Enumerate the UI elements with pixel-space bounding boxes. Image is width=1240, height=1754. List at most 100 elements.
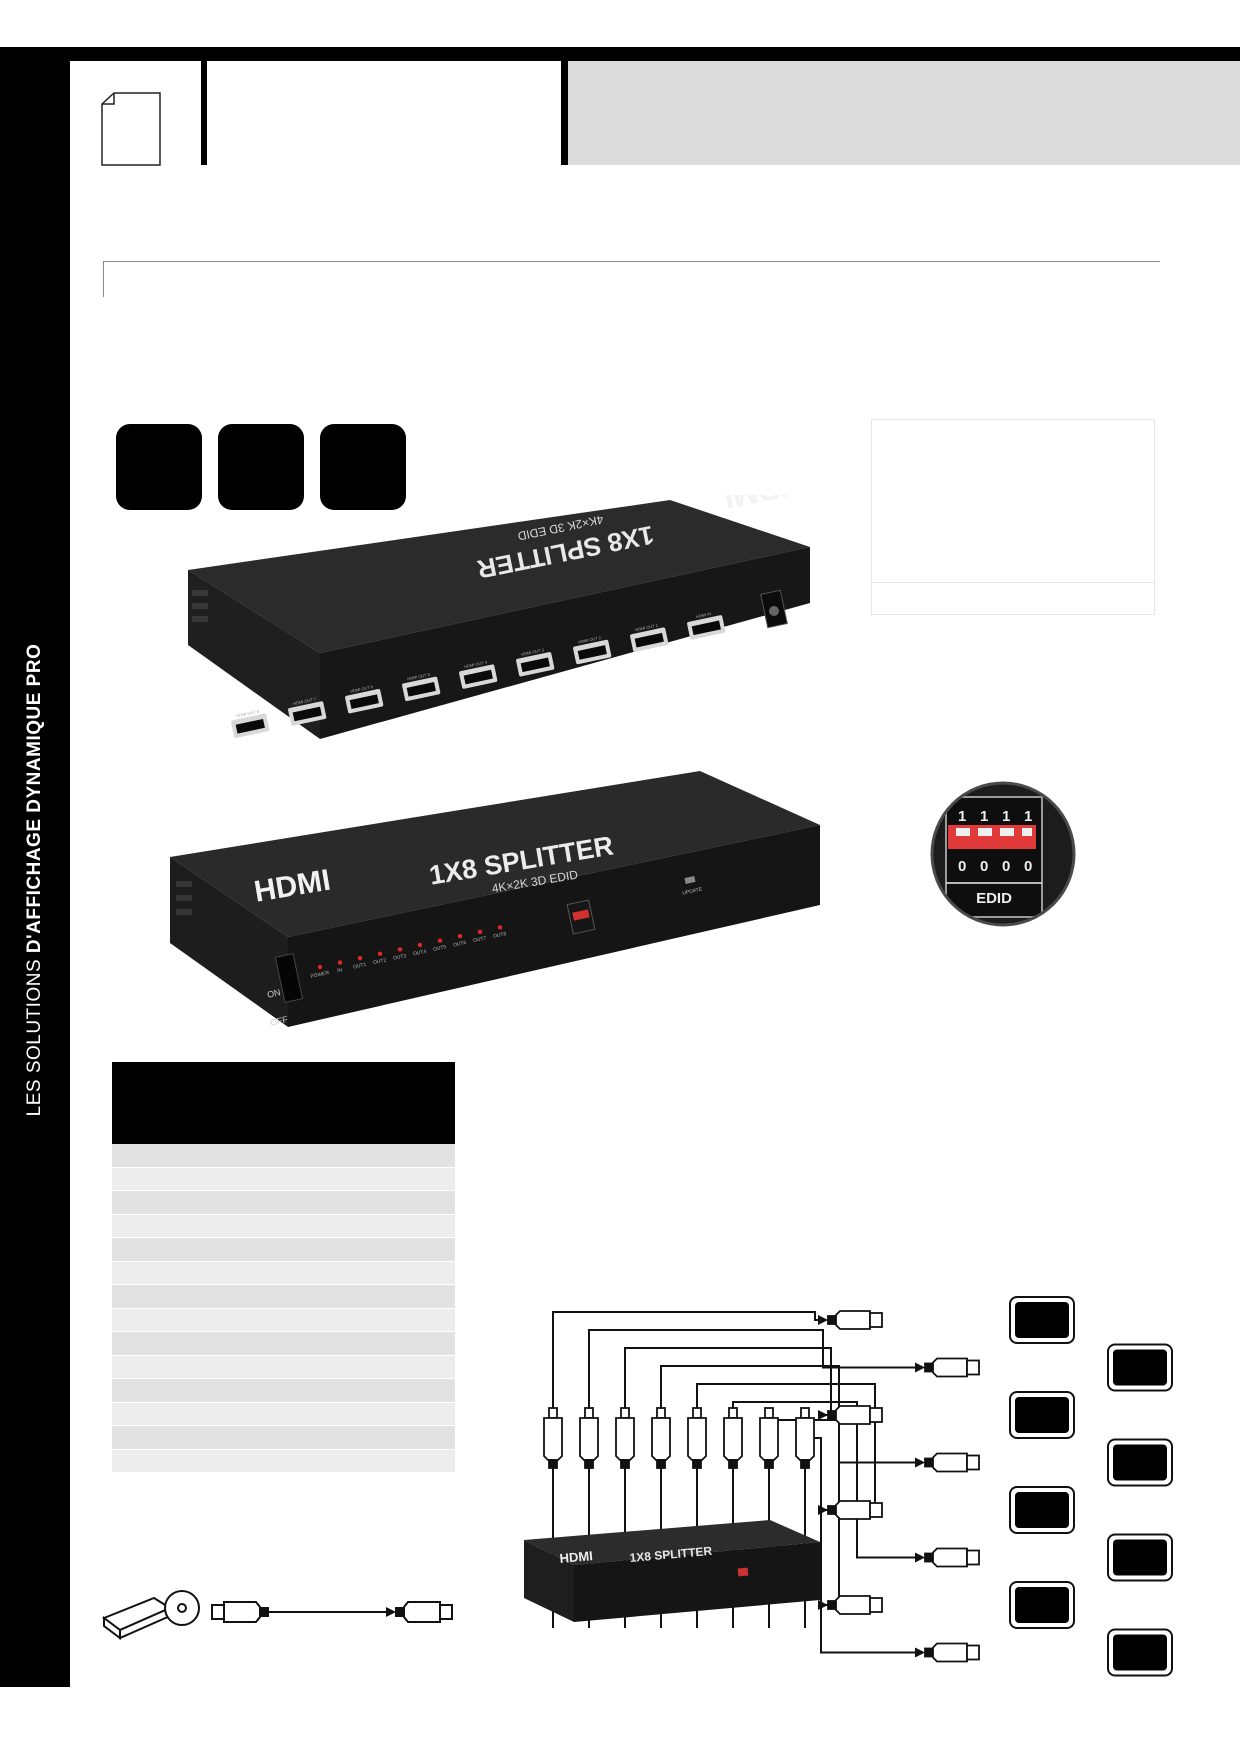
spec-row xyxy=(112,1402,455,1426)
hdmi-plug-icon xyxy=(827,1500,883,1520)
spec-table xyxy=(112,1144,455,1473)
hdmi-port: HDMI OUT 7 xyxy=(288,696,327,726)
switch-on-label: ON xyxy=(266,987,281,1000)
hdmi-plug-icon xyxy=(924,1452,980,1473)
status-led xyxy=(397,947,403,952)
switch-off-label: OFF xyxy=(269,1014,289,1028)
port-label: HDMI OUT 8 xyxy=(236,709,260,719)
hdmi-cable xyxy=(732,1401,923,1628)
hdmi-plug-icon xyxy=(924,1642,980,1663)
led-label: POWER xyxy=(310,970,330,980)
display-icon xyxy=(1107,1438,1173,1487)
display-icon xyxy=(1009,1581,1075,1629)
spec-row xyxy=(112,1308,455,1332)
edid-bit-off: 0 xyxy=(1024,858,1032,875)
rear-port-row: HDMI OUT 8 HDMI OUT 7 HDMI OUT 6 HDMI OUT 5… xyxy=(231,611,726,738)
hdmi-plug-icon xyxy=(759,1407,779,1469)
title-rule xyxy=(103,261,1160,262)
source-connection-diagram xyxy=(101,1590,453,1640)
hdmi-plug-icon xyxy=(924,1357,980,1378)
hdmi-plug-icon xyxy=(395,1601,453,1623)
header-divider xyxy=(201,61,207,165)
side-bar xyxy=(0,47,70,1687)
hdmi-plug-icon xyxy=(579,1407,599,1469)
hdmi-plug-icon xyxy=(687,1407,707,1469)
port-label: HDMI OUT 6 xyxy=(350,684,374,694)
led-label: OUT3 xyxy=(393,953,408,962)
hdmi-plug-icon xyxy=(211,1601,269,1623)
edid-bit-on: 1 xyxy=(1024,808,1032,825)
display-icon xyxy=(1009,1486,1075,1534)
splitter-thumbnail: HDMI 1X8 SPLITTER xyxy=(524,1520,820,1622)
led-label: OUT8 xyxy=(493,931,508,940)
spec-row xyxy=(112,1261,455,1285)
header-panel xyxy=(568,61,1240,165)
status-led xyxy=(457,934,463,939)
edid-label: EDID xyxy=(976,890,1012,907)
feature-badge xyxy=(218,424,304,510)
update-label: UPDATE xyxy=(682,886,703,896)
display-icon xyxy=(1009,1391,1075,1439)
hdmi-plug-icon xyxy=(651,1407,671,1469)
header-divider xyxy=(561,61,568,165)
led-label: OUT6 xyxy=(453,940,468,949)
led-label: OUT4 xyxy=(413,949,428,958)
status-led xyxy=(417,942,423,948)
hdmi-port: HDMI OUT 6 xyxy=(345,684,384,714)
feature-badge xyxy=(320,424,406,510)
port-label: HDMI OUT 7 xyxy=(293,696,317,706)
title-rule-tick xyxy=(103,261,104,297)
display-icon xyxy=(1009,1296,1075,1344)
status-led xyxy=(437,938,443,943)
hdmi-plug-icon xyxy=(827,1405,883,1425)
port-label: HDMI OUT 5 xyxy=(407,672,431,682)
rear-brand: HDMI xyxy=(721,495,803,514)
spec-row xyxy=(112,1214,455,1238)
status-led xyxy=(317,964,323,970)
edid-bit-on: 1 xyxy=(980,808,988,825)
splitter-rear-photo: 1X8 SPLITTER 4K×2K 3D EDID HDMI HDMI OUT… xyxy=(188,495,810,739)
spec-table-header xyxy=(112,1062,455,1144)
hdmi-port: HDMI OUT 2 xyxy=(573,635,612,665)
status-led xyxy=(497,925,503,930)
led-label: OUT1 xyxy=(353,962,368,971)
hdmi-plug-icon xyxy=(827,1310,883,1330)
edid-bit-off: 0 xyxy=(958,858,966,875)
hdmi-port: HDMI OUT 5 xyxy=(402,672,441,702)
hdmi-plug-icon xyxy=(827,1595,883,1615)
edid-bit-off: 0 xyxy=(1002,858,1010,875)
info-box xyxy=(871,419,1155,615)
status-led xyxy=(337,960,343,965)
media-player-icon xyxy=(101,1590,200,1640)
spec-row xyxy=(112,1191,455,1215)
spec-row xyxy=(112,1379,455,1403)
hdmi-port: HDMI OUT 8 xyxy=(231,709,270,738)
spec-row xyxy=(112,1167,455,1191)
hdmi-plug-icon xyxy=(543,1407,563,1469)
port-label: HDMI OUT 2 xyxy=(578,635,602,645)
page-icon xyxy=(101,92,161,166)
hdmi-port: HDMI OUT 4 xyxy=(459,659,498,689)
edid-bit-on: 1 xyxy=(958,808,966,825)
hdmi-cable xyxy=(804,1437,923,1654)
led-label: OUT2 xyxy=(373,957,388,966)
power-switch xyxy=(274,953,304,1003)
led-label: OUT7 xyxy=(473,935,488,944)
spec-row xyxy=(112,1238,455,1262)
edid-bit-off: 0 xyxy=(980,858,988,875)
hdmi-plug-icon xyxy=(924,1547,980,1568)
spec-row xyxy=(112,1285,455,1309)
status-led xyxy=(377,951,383,956)
spec-row xyxy=(112,1332,455,1356)
edid-bit-on: 1 xyxy=(1002,808,1010,825)
top-bar xyxy=(0,47,1240,61)
feature-badge xyxy=(116,424,202,510)
sidebar-title-emphasis: D'AFFICHAGE DYNAMIQUE PRO xyxy=(24,643,45,954)
spec-row xyxy=(112,1449,455,1473)
port-label: HDMI OUT 3 xyxy=(521,647,545,657)
hdmi-port: HDMI OUT 3 xyxy=(516,647,555,677)
usb-port xyxy=(684,876,696,884)
led-label: OUT5 xyxy=(433,944,448,953)
